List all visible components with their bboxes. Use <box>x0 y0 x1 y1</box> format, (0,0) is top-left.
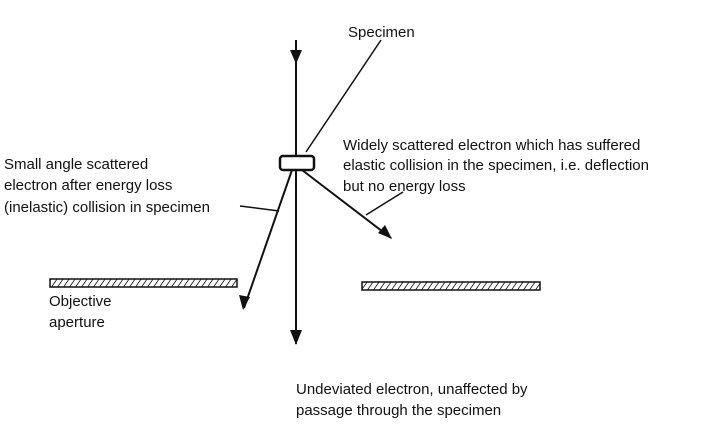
undeviated-beam-arrow <box>290 170 302 345</box>
objective-aperture-right-plate <box>361 281 541 291</box>
specimen-block <box>278 154 316 172</box>
widely-scattered-label-line-2: elastic collision in the specimen, i.e. … <box>343 157 649 174</box>
undeviated-label-line-2: passage through the specimen <box>296 402 501 419</box>
objective-aperture-label-line-1: Objective <box>49 293 112 310</box>
undeviated-label-line-1: Undeviated electron, unaffected by <box>296 381 528 398</box>
small-angle-label-line-2: electron after energy loss <box>4 177 172 194</box>
incident-beam-arrow <box>290 40 302 158</box>
small-angle-label-line-3: (inelastic) collision in specimen <box>4 199 210 216</box>
widely-scattered-label-line-1: Widely scattered electron which has suff… <box>343 137 640 154</box>
widely-scattered-leader-line <box>365 191 404 216</box>
objective-aperture-label-line-2: aperture <box>49 314 105 331</box>
widely-scattered-arrow <box>301 169 392 239</box>
specimen-leader-line <box>305 39 382 153</box>
objective-aperture-left-plate <box>49 278 238 288</box>
widely-scattered-label-line-3: but no energy loss <box>343 178 466 195</box>
small-angle-leader-line <box>239 205 280 212</box>
specimen-label: Specimen <box>348 24 415 41</box>
small-angle-label-line-1: Small angle scattered <box>4 156 148 173</box>
small-angle-scattered-arrow <box>239 169 293 310</box>
